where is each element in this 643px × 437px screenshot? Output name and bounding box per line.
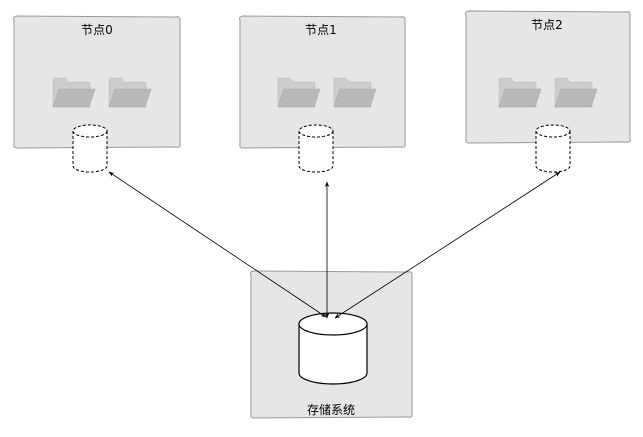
disk-icon — [535, 124, 571, 173]
connector-node0-storage — [108, 171, 327, 318]
disk-icon — [298, 124, 334, 173]
node-panel-0-box — [12, 15, 181, 149]
disk-icon — [72, 124, 108, 173]
node-panel-1-box — [238, 15, 406, 149]
node-panel-2-box — [464, 10, 631, 144]
node-panel-1: 节点1 — [238, 15, 406, 149]
folder-icon — [52, 77, 96, 108]
folder-icon — [108, 77, 152, 108]
storage-disk-icon — [298, 312, 368, 385]
folder-icon — [554, 77, 598, 108]
node-label-1: 节点1 — [305, 23, 337, 37]
folder-icon — [277, 77, 321, 108]
connector-node2-storage — [334, 171, 561, 319]
folder-icon — [498, 77, 542, 108]
folder-icon — [333, 77, 377, 108]
storage-label: 存储系统 — [307, 402, 355, 417]
node-panel-2: 节点2 — [464, 10, 631, 144]
node-label-0: 节点0 — [81, 23, 113, 37]
node-label-2: 节点2 — [531, 18, 563, 32]
node-panel-0: 节点0 — [12, 15, 181, 149]
